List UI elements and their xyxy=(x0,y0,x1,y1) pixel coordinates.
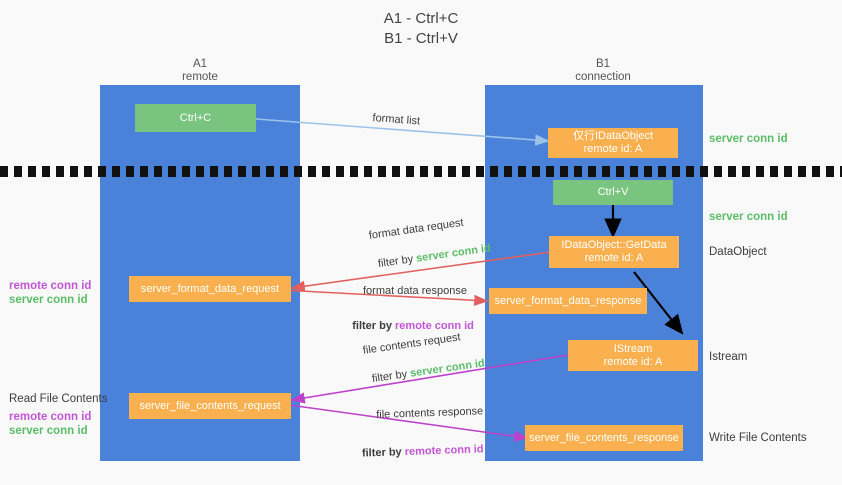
filter-server-conn-id-1: server conn id xyxy=(415,242,492,265)
label-remote-conn-id-2: remote conn id xyxy=(9,411,92,423)
node-getdata-line2: remote id: A xyxy=(584,252,644,264)
node-istream-line2: remote id: A xyxy=(603,355,663,368)
label-write-file-contents: Write File Contents xyxy=(709,432,807,444)
edge-label-file-contents-response: file contents response xyxy=(376,405,484,421)
node-getdata-line1: IDataObject::GetData xyxy=(561,239,667,251)
node-ctrl-c-label: Ctrl+C xyxy=(179,111,212,124)
label-server-conn-id-top: server conn id xyxy=(709,133,788,145)
node-server-format-data-response-label: server_format_data_response xyxy=(494,294,642,307)
node-istream[interactable]: IStream remote id: A xyxy=(568,340,698,371)
filter-remote-conn-id-2: remote conn id xyxy=(404,443,484,459)
label-istream: Istream xyxy=(709,351,748,363)
node-server-file-contents-request[interactable]: server_file_contents_request xyxy=(129,393,291,419)
node-idataobject-top[interactable]: 仅行IDataObject remote id: A xyxy=(548,128,678,158)
node-server-format-data-response[interactable]: server_format_data_response xyxy=(489,288,647,314)
node-ctrl-c[interactable]: Ctrl+C xyxy=(135,104,256,132)
column-header-a1: A1 remote xyxy=(100,58,300,84)
node-idataobject-top-line2: remote id: A xyxy=(583,143,643,155)
column-b1-sub: connection xyxy=(575,71,631,83)
node-server-file-contents-response-label: server_file_contents_response xyxy=(529,431,679,444)
node-ctrl-v[interactable]: Ctrl+V xyxy=(553,180,673,205)
column-a1-name: A1 xyxy=(192,58,208,70)
filter-by-text-2: filter by xyxy=(352,320,396,332)
filter-server-conn-id-2: server conn id xyxy=(409,357,486,380)
column-a1-sub: remote xyxy=(182,71,218,83)
column-header-b1: B1 connection xyxy=(503,58,703,84)
filter-by-text-1: filter by xyxy=(377,252,418,271)
node-istream-line1: IStream xyxy=(613,342,653,355)
filter-remote-conn-id-1: remote conn id xyxy=(395,320,474,332)
node-server-file-contents-request-label: server_file_contents_request xyxy=(139,399,281,412)
node-server-file-contents-response[interactable]: server_file_contents_response xyxy=(525,425,683,451)
label-server-conn-id-mid: server conn id xyxy=(709,211,788,223)
node-idataobject-getdata[interactable]: IDataObject::GetData remote id: A xyxy=(549,236,679,268)
page-title: A1 - Ctrl+C B1 - Ctrl+V xyxy=(0,9,842,49)
filter-by-text-3: filter by xyxy=(371,367,412,386)
dashed-divider xyxy=(0,166,842,177)
title-line-2: B1 - Ctrl+V xyxy=(384,30,458,47)
filter-by-text-4: filter by xyxy=(361,446,405,460)
edge-label-format-list: format list xyxy=(372,111,421,128)
label-read-file-contents: Read File Contents xyxy=(9,393,108,405)
title-line-1: A1 - Ctrl+C xyxy=(383,10,459,27)
label-server-conn-id-2: server conn id xyxy=(9,425,88,437)
node-server-format-data-request[interactable]: server_format_data_request xyxy=(129,276,291,302)
node-ctrl-v-label: Ctrl+V xyxy=(597,186,629,198)
label-dataobject: DataObject xyxy=(709,246,767,258)
column-b1-name: B1 xyxy=(595,58,611,70)
label-server-conn-id-1: server conn id xyxy=(9,294,88,306)
edge-label-format-data-response: format data response xyxy=(363,285,467,297)
label-remote-conn-id-1: remote conn id xyxy=(9,280,92,292)
node-idataobject-top-line1: 仅行IDataObject xyxy=(572,130,654,142)
node-server-format-data-request-label: server_format_data_request xyxy=(140,282,280,295)
edge-label-format-data-response-filter: filter by remote conn id xyxy=(340,305,474,347)
edge-label-file-contents-response-filter: filter by remote conn id xyxy=(349,428,484,475)
